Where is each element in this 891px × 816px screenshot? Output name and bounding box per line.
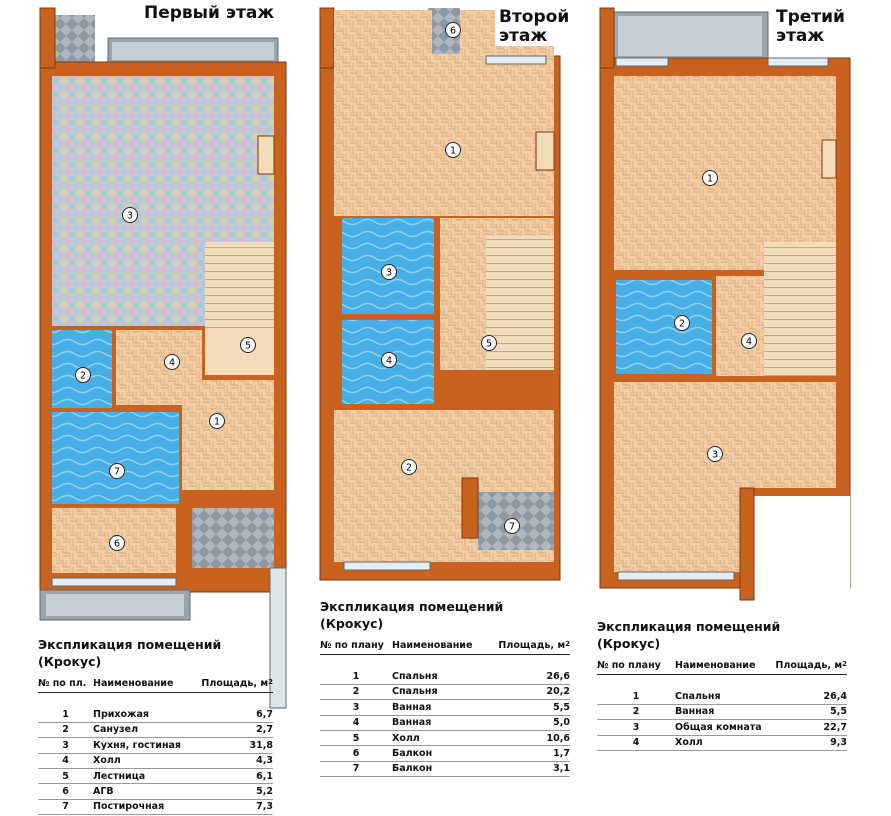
svg-text:4: 4: [746, 337, 752, 348]
table-title-line2: (Крокус): [38, 654, 102, 669]
second-floor-title-line1: Второй: [499, 7, 570, 27]
first-floor-balcony-top: [55, 15, 95, 65]
room-label: 2: [75, 367, 91, 383]
first-floor-room-table: Экспликация помещений (Крокус) № по пл. …: [38, 636, 273, 816]
svg-text:1: 1: [707, 174, 713, 185]
third-floor-room-2: [616, 280, 712, 374]
third-floor-title-line1: Третий: [776, 7, 845, 27]
col-name-header: Наименование: [675, 658, 775, 675]
room-label: 2: [674, 315, 690, 331]
third-floor-room-3: [614, 382, 836, 488]
svg-text:7: 7: [114, 467, 120, 478]
svg-text:3: 3: [712, 450, 718, 461]
room-label: 3: [122, 207, 138, 223]
third-floor-title-line2: этаж: [776, 26, 825, 46]
room-label: 2: [401, 459, 417, 475]
first-floor-room-1: [182, 380, 274, 490]
room-label: 5: [240, 337, 256, 353]
second-floor-title: Второй этаж: [495, 7, 574, 46]
table-header-row: № по пл. Наименование Площадь, м2: [38, 676, 273, 693]
room-labels: 3 4 5 2 1 7 6 6 1 3 4 5 2 7 1 2 4 3: [75, 22, 757, 551]
room-label: 3: [707, 446, 723, 462]
room-label: 1: [445, 142, 461, 158]
table-title-line1: Экспликация помещений: [38, 637, 222, 652]
room-label: 3: [381, 264, 397, 280]
svg-text:4: 4: [169, 358, 175, 369]
svg-text:3: 3: [127, 211, 133, 222]
second-floor-title-line2: этаж: [499, 26, 548, 46]
svg-text:2: 2: [679, 319, 685, 330]
table-title: Экспликация помещений (Крокус): [320, 599, 504, 631]
svg-text:7: 7: [509, 522, 515, 533]
first-floor-plan: [39, 7, 287, 709]
third-floor-staircase: [764, 242, 836, 376]
third-floor-title: Третий этаж: [772, 8, 849, 46]
col-area-header: Площадь, м2: [775, 658, 847, 675]
room-label: 4: [164, 354, 180, 370]
table-header-row: № по плану Наименование Площадь, м2: [320, 638, 570, 655]
svg-text:6: 6: [114, 539, 120, 550]
svg-text:5: 5: [486, 339, 492, 350]
first-floor-entry: [192, 508, 274, 568]
svg-text:6: 6: [450, 26, 456, 37]
col-area-header: Площадь, м2: [492, 638, 570, 655]
col-num-header: № по плану: [597, 658, 675, 675]
third-floor-room-table: Экспликация помещений (Крокус) № по план…: [597, 618, 847, 751]
col-num-header: № по плану: [320, 638, 392, 655]
svg-text:1: 1: [214, 417, 220, 428]
second-floor-room-table: Экспликация помещений (Крокус) № по план…: [320, 598, 570, 778]
col-name-header: Наименование: [93, 676, 201, 693]
svg-text:5: 5: [245, 341, 251, 352]
table-title: Экспликация помещений (Крокус): [597, 619, 781, 651]
room-label: 6: [445, 22, 461, 38]
first-floor-room-7: [52, 412, 179, 504]
col-num-header: № по пл.: [38, 676, 93, 693]
room-label: 7: [504, 518, 520, 534]
third-floor-plan: [599, 7, 851, 601]
svg-text:2: 2: [406, 463, 412, 474]
room-label: 6: [109, 535, 125, 551]
room-label: 1: [702, 170, 718, 186]
second-floor-staircase: [486, 236, 554, 370]
svg-text:1: 1: [450, 146, 456, 157]
third-floor-room-1: [614, 76, 836, 270]
svg-text:3: 3: [386, 268, 392, 279]
first-floor-title: Первый этаж: [140, 3, 279, 24]
svg-text:4: 4: [386, 356, 392, 367]
table-header-row: № по плану Наименование Площадь, м2: [597, 658, 847, 675]
col-name-header: Наименование: [392, 638, 492, 655]
room-label: 4: [381, 352, 397, 368]
room-label: 7: [109, 463, 125, 479]
room-label: 5: [481, 335, 497, 351]
col-area-header: Площадь, м2: [201, 676, 273, 693]
room-label: 4: [741, 333, 757, 349]
second-floor-plan: [319, 7, 561, 581]
svg-text:2: 2: [80, 371, 86, 382]
room-label: 1: [209, 413, 225, 429]
